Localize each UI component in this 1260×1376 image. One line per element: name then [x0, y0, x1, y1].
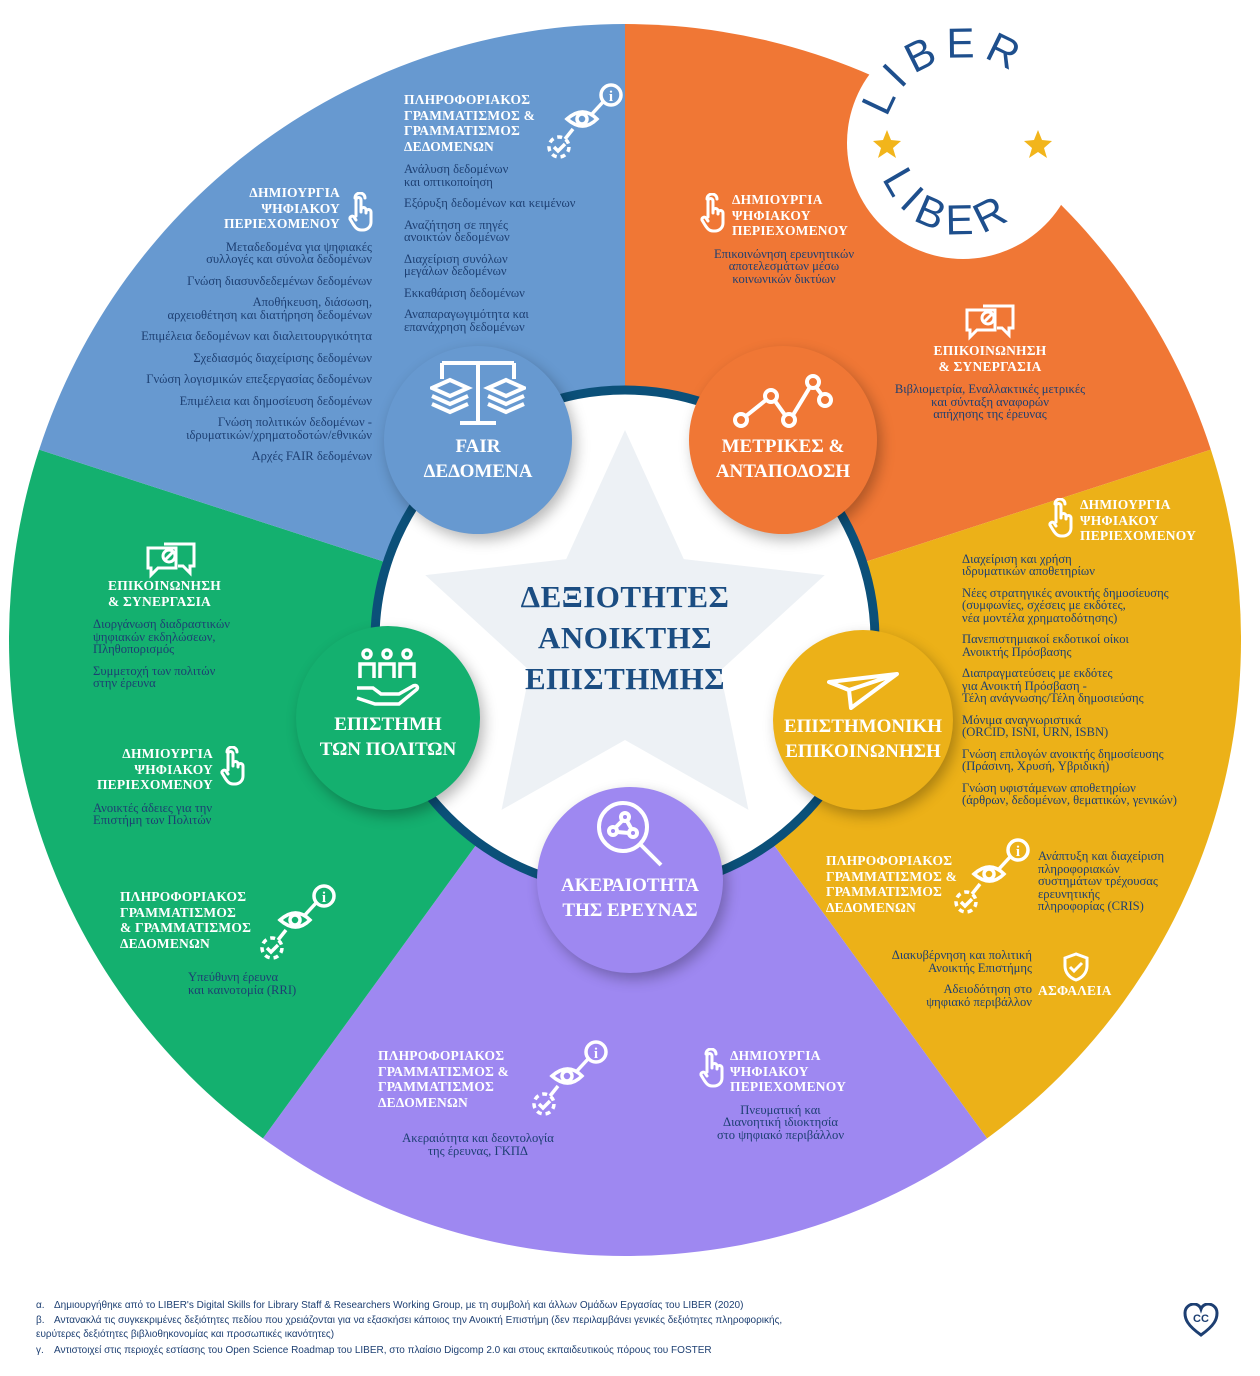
open-science-skills-wheel: LIBER LIBER — [9, 19, 1241, 1257]
chat-bubbles-icon — [144, 540, 198, 585]
footnote-b: β.Αντανακλά τις συγκεκριμένες δεξιότητες… — [36, 1315, 783, 1340]
area-fair[interactable]: FAIR ΔΕΔΟΜΕΝΑ — [384, 346, 572, 534]
skill-group-yellow-info: ΠΛΗΡΟΦΟΡΙΑΚΟΣ ΓΡΑΜΜΑΤΙΣΜΟΣ & ΓΡΑΜΜΑΤΙΣΜΟ… — [826, 849, 1226, 915]
skill-group-green-info: ΠΛΗΡΟΦΟΡΙΑΚΟΣ ΓΡΑΜΜΑΤΙΣΜΟΣ & ΓΡΑΜΜΑΤΙΣΜΟ… — [120, 889, 330, 996]
info-eye-icon: i — [530, 1040, 610, 1125]
area-label: ΜΕΤΡΙΚΕΣ & ΑΝΤΑΠΟΔΟΣΗ — [715, 436, 851, 482]
skill-group-yellow-digital: ΔΗΜΙΟΥΡΓΙΑ ΨΗΦΙΑΚΟΥ ΠΕΡΙΕΧΟΜΕΝΟΥ Διαχείρι… — [962, 497, 1232, 807]
skill-item: Ανοικτές άδειες για την Επιστήμη των Πολ… — [93, 800, 213, 827]
skill-item: Συμμετοχή των πολιτών στην έρευνα — [93, 663, 216, 690]
skill-group-orange-comm: ΕΠΙΚΟΙΝΩΝΗΣΗ & ΣΥΝΕΡΓΑΣΙΑ Βιβλιομετρία, Ε… — [870, 343, 1110, 421]
skill-group-blue-info: ΠΛΗΡΟΦΟΡΙΑΚΟΣ ΓΡΑΜΜΑΤΙΣΜΟΣ & ΓΡΑΜΜΑΤΙΣΜΟ… — [404, 92, 604, 333]
skill-item: Υπεύθυνη έρευνα και καινοτομία (RRI) — [188, 970, 297, 997]
skill-item: Βιβλιομετρία, Εναλλακτικές μετρικές και … — [894, 382, 1086, 421]
area-integrity[interactable]: ΑΚΕΡΑΙΟΤΗΤΑ ΤΗΣ ΕΡΕΥΝΑΣ — [537, 787, 723, 973]
logo-star-left — [873, 130, 901, 158]
skill-group-heading: ΕΠΙΚΟΙΝΩΝΗΣΗ & ΣΥΝΕΡΓΑΣΙΑ — [933, 343, 1047, 374]
svg-text:i: i — [594, 1046, 598, 1062]
skill-group-blue-digital: ΔΗΜΙΟΥΡΓΙΑ ΨΗΦΙΑΚΟΥ ΠΕΡΙΕΧΟΜΕΝΟΥ Μεταδεδο… — [72, 185, 372, 463]
skill-item: Αναζήτηση σε πηγές ανοικτών δεδομένων — [404, 217, 510, 244]
hand-pointer-icon — [1046, 497, 1076, 543]
skill-item: Αδειοδότηση στο ψηφιακό περιβάλλον — [926, 982, 1032, 1009]
skill-item: Πνευματική και Διανοητική ιδιοκτησία στο… — [716, 1102, 845, 1142]
star-shape — [425, 430, 825, 810]
skill-item: Ανάλυση δεδομένων και οπτικοποίηση — [404, 162, 509, 189]
skill-item: Γνώση επιλογών ανοικτής δημοσίευσης (Πρά… — [962, 746, 1164, 773]
skill-group-orange-digital: ΔΗΜΙΟΥΡΓΙΑ ΨΗΦΙΑΚΟΥ ΠΕΡΙΕΧΟΜΕΝΟΥ Επικοινώ… — [700, 192, 870, 285]
skill-item: Επιμέλεια και δημοσίευση δεδομένων — [179, 393, 372, 408]
area-metrics[interactable]: ΜΕΤΡΙΚΕΣ & ΑΝΤΑΠΟΔΟΣΗ — [689, 346, 877, 534]
info-eye-icon: i — [952, 838, 1032, 923]
skill-item: Γνώση υφιστάμενων αποθετηρίων (άρθρων, δ… — [962, 780, 1177, 807]
skill-item: Αρχές FAIR δεδομένων — [251, 449, 372, 463]
area-label: FAIR ΔΕΔΟΜΕΝΑ — [423, 436, 533, 482]
people-hand-icon — [355, 648, 421, 713]
svg-text:i: i — [609, 89, 613, 105]
skill-item: Γνώση διασυνδεδεμένων δεδομένων — [187, 273, 372, 288]
footnote-c: γ.Αντιστοιχεί στις περιοχές εστίασης του… — [36, 1345, 712, 1356]
skill-group-heading: ΠΛΗΡΟΦΟΡΙΑΚΟΣ ΓΡΑΜΜΑΤΙΣΜΟΣ & ΓΡΑΜΜΑΤΙΣΜΟ… — [120, 889, 252, 951]
skill-item: Γνώση λογισμικών επεξεργασίας δεδομένων — [146, 372, 372, 386]
skill-item: Μεταδεδομένα για ψηφιακές συλλογές και σ… — [206, 239, 372, 266]
skill-group-yellow-safety: ΑΣΦΑΛΕΙΑ Διακυβέρνηση και πολιτική Ανοικτ… — [862, 948, 1112, 1009]
svg-text:CC: CC — [1193, 1313, 1209, 1325]
skill-item: Πανεπιστημιακοί εκδοτικοί οίκοι Ανοικτής… — [962, 632, 1129, 659]
skill-group-heading: ΔΗΜΙΟΥΡΓΙΑ ΨΗΦΙΑΚΟΥ ΠΕΡΙΕΧΟΜΕΝΟΥ — [730, 1048, 847, 1094]
skill-item: Διοργάνωση διαδραστικών ψηφιακών εκδηλώσ… — [93, 617, 230, 656]
skill-group-heading: ΔΗΜΙΟΥΡΓΙΑ ΨΗΦΙΑΚΟΥ ΠΕΡΙΕΧΟΜΕΝΟΥ — [223, 185, 340, 231]
skill-group-heading: ΑΣΦΑΛΕΙΑ — [1038, 983, 1112, 998]
liber-logo: LIBER LIBER — [847, 19, 1079, 259]
skill-group-heading: ΠΛΗΡΟΦΟΡΙΑΚΟΣ ΓΡΑΜΜΑΤΙΣΜΟΣ & ΓΡΑΜΜΑΤΙΣΜΟ… — [404, 92, 536, 154]
hand-pointer-icon — [218, 745, 248, 791]
skill-item: Διαχείριση και χρήση ιδρυματικών αποθετη… — [962, 551, 1095, 578]
skill-group-purple-digital: ΔΗΜΙΟΥΡΓΙΑ ΨΗΦΙΑΚΟΥ ΠΕΡΙΕΧΟΜΕΝΟΥ Πνευματι… — [698, 1048, 868, 1141]
hand-pointer-icon — [346, 191, 376, 237]
skill-item: Ακεραιότητα και δεοντολογία της έρευνας,… — [402, 1131, 554, 1158]
skill-group-heading: ΔΗΜΙΟΥΡΓΙΑ ΨΗΦΙΑΚΟΥ ΠΕΡΙΕΧΟΜΕΝΟΥ — [96, 746, 213, 792]
skill-group-heading: ΔΗΜΙΟΥΡΓΙΑ ΨΗΦΙΑΚΟΥ ΠΕΡΙΕΧΟΜΕΝΟΥ — [732, 192, 849, 238]
skill-item: Εκκαθάριση δεδομένων — [404, 285, 525, 300]
line-graph-icon — [733, 374, 833, 435]
skill-item: Μόνιμα αναγνωριστικά (ORCID, ISNI, URN, … — [962, 712, 1109, 739]
hand-pointer-icon — [697, 1047, 727, 1093]
skill-group-green-digital: ΔΗΜΙΟΥΡΓΙΑ ΨΗΦΙΑΚΟΥ ΠΕΡΙΕΧΟΜΕΝΟΥ Ανοικτές… — [87, 746, 257, 827]
skill-group-heading: ΕΠΙΚΟΙΝΩΝΗΣΗ & ΣΥΝΕΡΓΑΣΙΑ — [108, 578, 221, 609]
skill-item: Γνώση πολιτικών δεδομένων - ιδρυματικών/… — [186, 415, 372, 442]
skill-item: Διαπραγματεύσεις με εκδότες για Ανοικτή … — [962, 666, 1144, 705]
skill-item: Νέες στρατηγικές ανοικτής δημοσίευσης (σ… — [962, 585, 1169, 625]
skill-group-heading: ΠΛΗΡΟΦΟΡΙΑΚΟΣ ΓΡΑΜΜΑΤΙΣΜΟΣ & ΓΡΑΜΜΑΤΙΣΜΟ… — [378, 1048, 510, 1110]
skill-group-heading: ΔΗΜΙΟΥΡΓΙΑ ΨΗΦΙΑΚΟΥ ΠΕΡΙΕΧΟΜΕΝΟΥ — [1080, 497, 1197, 543]
skill-item: Εξόρυξη δεδομένων και κειμένων — [404, 196, 576, 210]
skill-item: Ανάπτυξη και διαχείριση πληροφοριακών συ… — [1038, 849, 1165, 913]
svg-text:i: i — [1016, 844, 1020, 860]
skill-item: Διαχείριση συνόλων μεγάλων δεδομένων — [404, 251, 508, 278]
scales-icon — [427, 360, 529, 435]
area-label: ΕΠΙΣΤΗΜΟΝΙΚΗ ΕΠΙΚΟΙΝΩΝΗΣΗ — [783, 716, 943, 762]
paper-plane-icon — [827, 670, 899, 715]
cc-license-icon[interactable]: CC — [1183, 1302, 1219, 1337]
skill-item: Επικοινώνηση ερευνητικών αποτελεσμάτων μ… — [713, 246, 855, 286]
area-citizen[interactable]: ΕΠΙΣΤΗΜΗ ΤΩΝ ΠΟΛΙΤΩΝ — [296, 626, 480, 810]
hand-pointer-icon — [698, 192, 728, 238]
skill-item: Διακυβέρνηση και πολιτική Ανοικτής Επιστ… — [891, 948, 1032, 975]
area-label: ΕΠΙΣΤΗΜΗ ΤΩΝ ΠΟΛΙΤΩΝ — [319, 714, 457, 760]
center-title: ΔΕΞΙΟΤΗΤΕΣ ΑΝΟΙΚΤΗΣ ΕΠΙΣΤΗΜΗΣ — [520, 579, 730, 696]
skill-item: Σχεδιασμός διαχείρισης δεδομένων — [193, 350, 372, 365]
skill-item: Αποθήκευση, διάσωση, αρχειοθέτηση και δι… — [167, 295, 372, 322]
area-scicomm[interactable]: ΕΠΙΣΤΗΜΟΝΙΚΗ ΕΠΙΚΟΙΝΩΝΗΣΗ — [773, 630, 953, 810]
magnifier-network-icon — [595, 799, 665, 874]
area-label: ΑΚΕΡΑΙΟΤΗΤΑ ΤΗΣ ΕΡΕΥΝΑΣ — [561, 875, 699, 921]
info-eye-icon: i — [258, 884, 338, 969]
info-eye-icon: i — [545, 83, 625, 168]
skill-group-green-comm: ΕΠΙΚΟΙΝΩΝΗΣΗ & ΣΥΝΕΡΓΑΣΙΑ Διοργάνωση διαδ… — [93, 578, 293, 690]
skill-item: Επιμέλεια δεδομένων και διαλειτουργικότη… — [141, 329, 372, 343]
skill-group-purple-info: ΠΛΗΡΟΦΟΡΙΑΚΟΣ ΓΡΑΜΜΑΤΙΣΜΟΣ & ΓΡΑΜΜΑΤΙΣΜΟ… — [378, 1048, 578, 1157]
shield-check-icon — [1062, 952, 1090, 987]
svg-text:i: i — [322, 890, 326, 906]
logo-star-right — [1024, 130, 1052, 158]
skill-item: Αναπαραγωγιμότητα και επανάχρηση δεδομέν… — [404, 307, 529, 334]
chat-bubbles-icon — [963, 302, 1017, 347]
skill-group-heading: ΠΛΗΡΟΦΟΡΙΑΚΟΣ ΓΡΑΜΜΑΤΙΣΜΟΣ & ΓΡΑΜΜΑΤΙΣΜΟ… — [826, 853, 958, 915]
footnote-a: α.Δημιουργήθηκε από το LIBER's Digital S… — [36, 1300, 744, 1311]
